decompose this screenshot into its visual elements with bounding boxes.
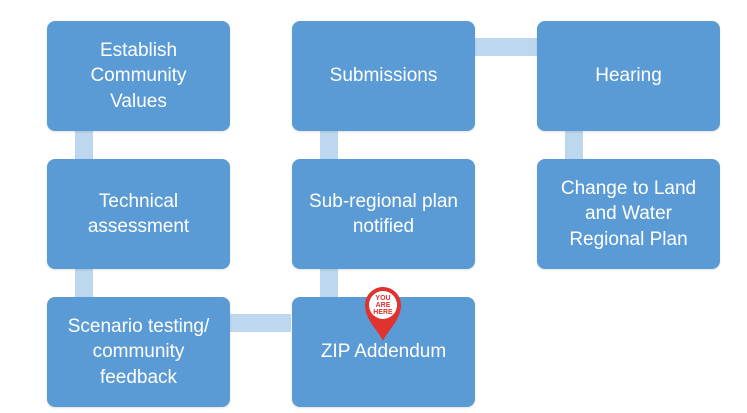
connector-technical-to-scenario [75, 268, 93, 298]
connector-hearing-to-change [565, 130, 583, 160]
connector-zip-to-subregional [320, 268, 338, 298]
step-submissions: Submissions [292, 21, 475, 131]
connector-submissions-to-hearing [474, 38, 538, 56]
step-establish-values: Establish Community Values [47, 21, 230, 131]
you-are-here-marker: YOU ARE HERE [362, 284, 404, 342]
step-technical-assessment: Technical assessment [47, 159, 230, 269]
you-are-here-label: YOU ARE HERE [373, 295, 393, 316]
step-scenario-testing: Scenario testing/ community feedback [47, 297, 230, 407]
connector-subregional-to-submissions [320, 130, 338, 160]
step-subregional-plan: Sub-regional plan notified [292, 159, 475, 269]
step-hearing: Hearing [537, 21, 720, 131]
step-change-plan: Change to Land and Water Regional Plan [537, 159, 720, 269]
connector-scenario-to-zip [229, 314, 291, 332]
connector-values-to-technical [75, 130, 93, 160]
location-pin-icon [365, 287, 401, 341]
